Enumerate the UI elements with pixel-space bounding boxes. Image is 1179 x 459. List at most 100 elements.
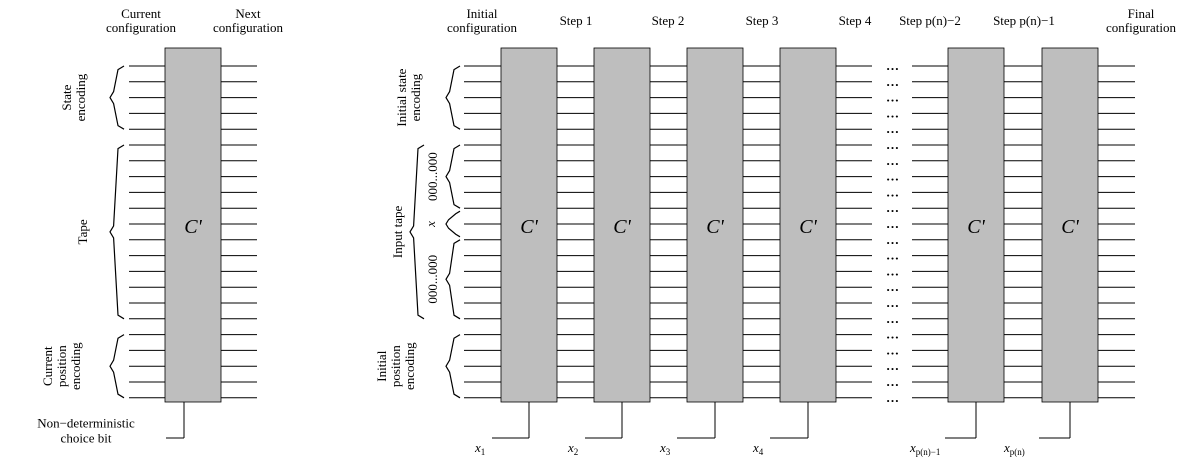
ellipsis: …: [886, 342, 900, 357]
label-tape: Tape: [75, 219, 90, 244]
choice-bit-subscript: p(n)−1: [916, 447, 941, 457]
label-x-line: x: [423, 221, 438, 228]
ellipsis: …: [886, 263, 900, 278]
choice-bit-label: x1: [474, 440, 485, 457]
circuit-box: [1041, 47, 1099, 403]
choice-bit-subscript: 3: [666, 447, 671, 457]
circuit-box-label: C': [613, 216, 631, 238]
circuit-box-label: C': [706, 216, 724, 238]
column-header-line: Step p(n)−1: [993, 13, 1055, 28]
brace-tape: [109, 144, 125, 320]
brace-zeros-top: [445, 144, 461, 209]
header-current-configuration-line: configuration: [106, 20, 177, 35]
label-x: x: [423, 221, 438, 228]
multi-step-diagram: …………………………………………………………C'C'C'C'C'C'Initia…: [374, 6, 1177, 457]
choice-bit-subscript: 4: [759, 447, 764, 457]
choice-bit-label: xp(n): [1003, 440, 1025, 457]
label-zeros-bottom-line: 000...000: [425, 255, 440, 304]
header-next-configuration-line: Next: [235, 6, 261, 21]
label-state-encoding-line: encoding: [73, 73, 88, 121]
ellipsis: …: [886, 58, 900, 73]
label-input-tape-line: Input tape: [390, 205, 405, 258]
ellipsis: …: [886, 327, 900, 342]
label-choice-bit-line: choice bit: [61, 431, 112, 446]
column-header-line: configuration: [447, 20, 518, 35]
circuit-box: [779, 47, 837, 403]
choice-bit-label: x2: [567, 440, 578, 457]
ellipsis: …: [886, 248, 900, 263]
ellipsis: …: [886, 137, 900, 152]
header-current-configuration-line: Current: [121, 6, 161, 21]
column-header-line: Step 3: [746, 13, 779, 28]
ellipsis: …: [886, 169, 900, 184]
label-zeros-top: 000...000: [425, 152, 440, 201]
label-state-encoding-line: State: [59, 84, 74, 110]
ellipsis: …: [886, 153, 900, 168]
ellipsis: …: [886, 200, 900, 215]
ellipsis: …: [886, 232, 900, 247]
column-header-line: Step p(n)−2: [899, 13, 961, 28]
single-step-diagram: C'CurrentconfigurationNextconfigurationS…: [37, 6, 283, 446]
column-header-line: Initial: [466, 6, 497, 21]
choice-bit-base: x: [1003, 440, 1010, 455]
choice-bit-subscript: p(n): [1010, 447, 1025, 457]
column-header: Step p(n)−1: [993, 13, 1055, 28]
choice-bit-label: xp(n)−1: [909, 440, 940, 457]
circuit-box-label: C': [967, 216, 985, 238]
circuit-box: [500, 47, 558, 403]
ellipsis: …: [886, 279, 900, 294]
column-header-line: Final: [1128, 6, 1155, 21]
circuit-box-label: C': [184, 216, 202, 238]
choice-bit-label: x4: [752, 440, 764, 457]
label-tape-line: Tape: [75, 219, 90, 244]
brace-position-encoding: [109, 334, 125, 399]
brace-state-encoding: [109, 65, 125, 130]
brace-input-tape: [409, 144, 425, 320]
label-zeros-bottom: 000...000: [425, 255, 440, 304]
label-position-encoding-line: Current: [40, 346, 55, 386]
label-zeros-top-line: 000...000: [425, 152, 440, 201]
column-header-line: Step 4: [839, 13, 872, 28]
label-choice-bit-line: Non−deterministic: [37, 416, 135, 431]
ellipsis: …: [886, 74, 900, 89]
ellipsis: …: [886, 374, 900, 389]
ellipsis: …: [886, 216, 900, 231]
choice-bit-subscript: 1: [481, 447, 486, 457]
choice-bit-base: x: [567, 440, 574, 455]
label-initial-position-encoding-line: Initial: [374, 350, 389, 381]
column-header-line: configuration: [1106, 20, 1177, 35]
choice-bit-base: x: [752, 440, 759, 455]
column-header: Step 2: [652, 13, 685, 28]
column-header-line: Step 2: [652, 13, 685, 28]
column-header-line: Step 1: [560, 13, 593, 28]
label-initial-position-encoding-line: position: [388, 345, 403, 387]
circuit-box-label: C': [799, 216, 817, 238]
label-position-encoding-line: position: [54, 345, 69, 387]
column-header: Step 3: [746, 13, 779, 28]
ellipsis: …: [886, 390, 900, 405]
ellipsis: …: [886, 121, 900, 136]
choice-bit-base: x: [909, 440, 916, 455]
choice-bit-label: x3: [659, 440, 671, 457]
brace-x: [445, 210, 461, 238]
circuit-box: [593, 47, 651, 403]
ellipsis: …: [886, 311, 900, 326]
choice-bit-base: x: [474, 440, 481, 455]
circuit-box-label: C': [1061, 216, 1079, 238]
brace-zeros-bottom: [445, 239, 461, 320]
circuit-box: [164, 47, 222, 403]
column-header: Step 1: [560, 13, 593, 28]
label-initial-state-encoding-line: encoding: [408, 73, 423, 121]
choice-bit-subscript: 2: [574, 447, 579, 457]
label-input-tape: Input tape: [390, 205, 405, 258]
ellipsis: …: [886, 105, 900, 120]
